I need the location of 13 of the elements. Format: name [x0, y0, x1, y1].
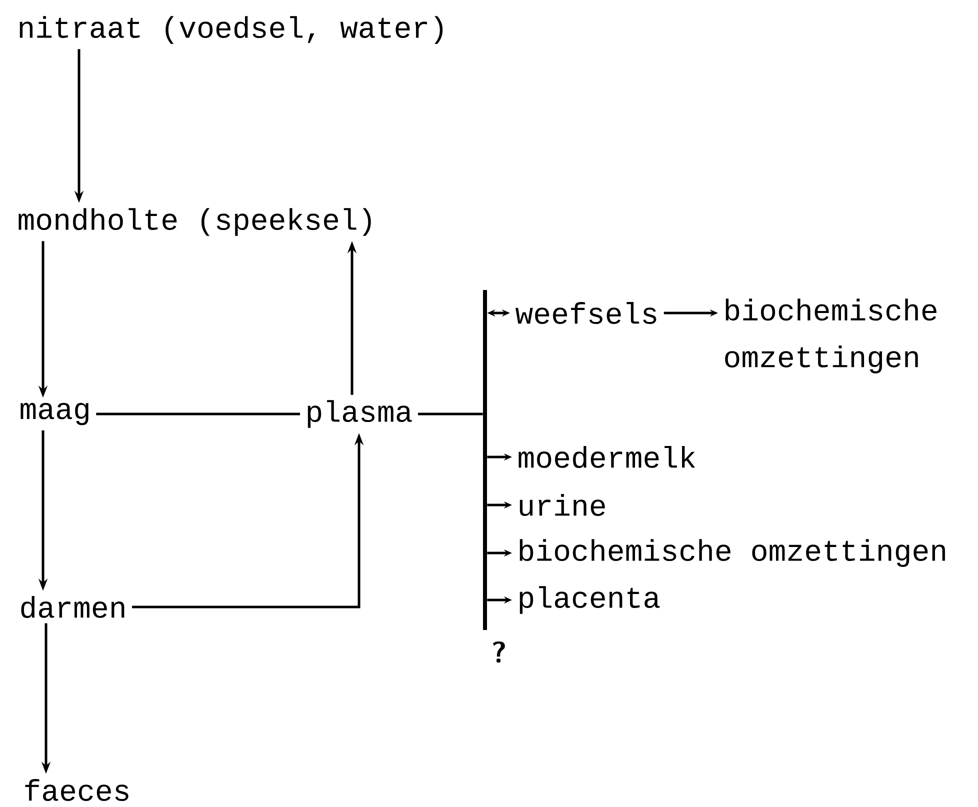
stage-label: plasma — [308, 400, 412, 428]
stage-label: placenta — [520, 586, 660, 614]
stage-label: moedermelk — [518, 446, 696, 468]
stage-label: maag — [20, 402, 88, 426]
question-mark: ? — [493, 641, 505, 663]
stage-label: biochemische omzettingen — [520, 539, 945, 567]
stage-label: faeces — [25, 779, 128, 801]
stage-label: darmen — [21, 596, 124, 618]
stage-label: urine — [520, 494, 605, 516]
stage-label: weefsels — [516, 302, 656, 324]
stage-label: biochemische omzettingen — [725, 298, 936, 374]
stage-label: nitraat (voedsel, water) — [20, 16, 443, 44]
stage-label: mondholte (speeksel) — [18, 208, 371, 236]
